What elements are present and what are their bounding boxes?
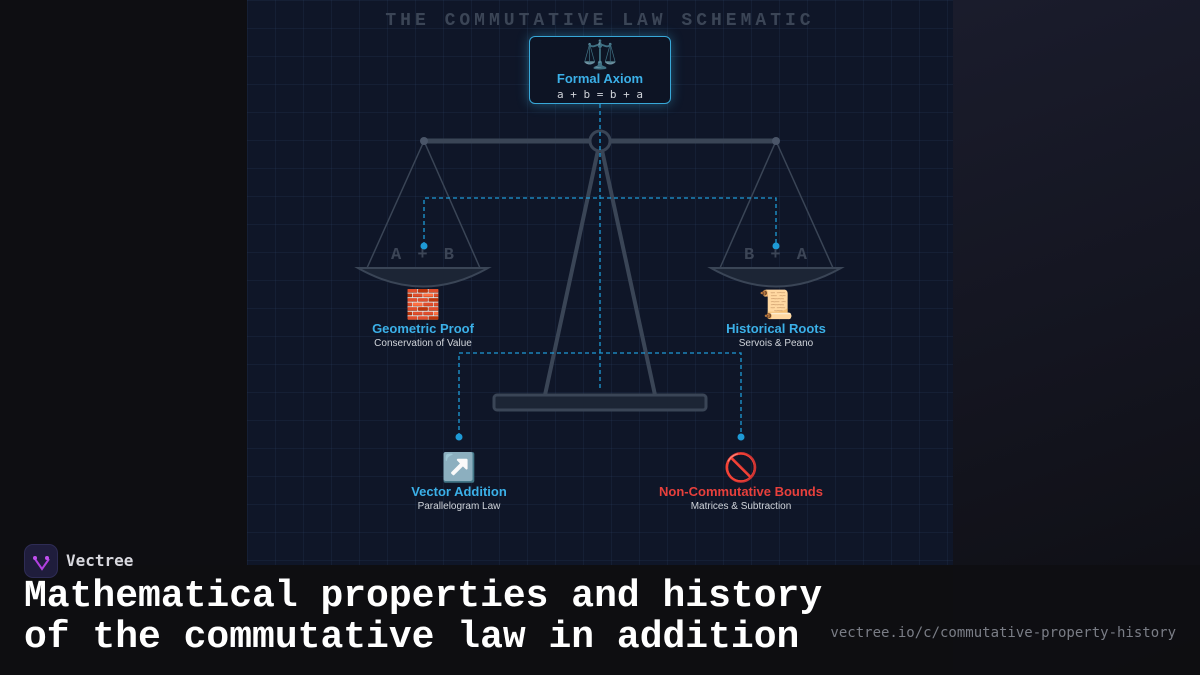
node-vector-addition[interactable]: ↗️ Vector Addition Parallelogram Law [359,452,559,513]
left-pan [354,267,492,288]
left-pan-label: A + B [390,246,457,265]
node-historical-roots[interactable]: 📜 Historical Roots Servois & Peano [676,289,876,350]
schematic-title: THE COMMUTATIVE LAW SCHEMATIC [385,11,815,31]
scale-leg-right [598,140,657,396]
connector-lines [423,104,777,437]
up-right-arrow-icon: ↗️ [441,452,477,483]
balance-scale-icon: ⚖️ [582,39,618,70]
headline-line: Mathematical properties and history [24,575,823,618]
prohibited-icon: 🚫 [723,452,759,483]
right-pan-label: B + A [743,246,810,265]
node-title: Historical Roots [726,321,826,336]
node-title: Vector Addition [411,484,507,499]
node-geometric-proof[interactable]: 🧱 Geometric Proof Conservation of Value [323,289,523,350]
background-gradient [953,0,1200,675]
source-url: vectree.io/c/commutative-property-histor… [830,625,1176,641]
headline: Mathematical properties and history of t… [24,576,822,658]
node-title: Non-Commutative Bounds [659,484,823,499]
node-non-commutative[interactable]: 🚫 Non-Commutative Bounds Matrices & Subt… [641,452,841,513]
brand-name: Vectree [66,551,134,570]
axiom-title: Formal Axiom [556,71,644,86]
node-subtitle: Conservation of Value [374,338,472,349]
scale-base [492,393,708,412]
node-title: Geometric Proof [372,321,474,336]
brick-icon: 🧱 [405,289,441,320]
vectree-logo [24,544,58,578]
headline-line: of the commutative law in addition [24,616,800,659]
scroll-icon: 📜 [758,289,794,320]
node-subtitle: Servois & Peano [738,338,814,349]
right-pan [707,267,845,288]
scale-leg-left [543,140,602,396]
axiom-node[interactable]: ⚖️ Formal Axiom a + b = b + a [529,36,671,104]
node-subtitle: Parallelogram Law [417,501,501,512]
axiom-formula: a + b = b + a [556,88,644,101]
caption-bar [0,565,1200,675]
node-subtitle: Matrices & Subtraction [690,501,792,512]
